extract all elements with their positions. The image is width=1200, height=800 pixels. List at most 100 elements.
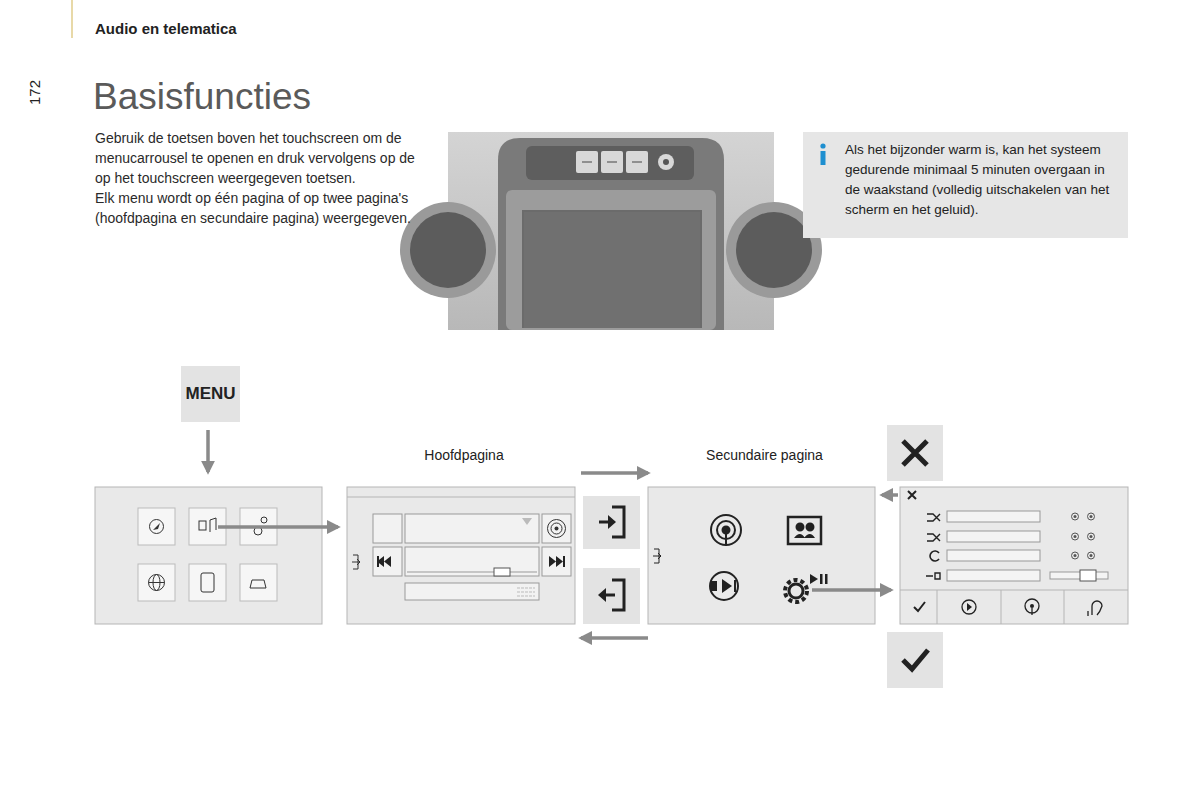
settings-screen-part-part <box>1072 513 1079 520</box>
dashboard-photo-part <box>506 190 716 330</box>
info-box-ground <box>803 132 1128 238</box>
settings-screen-part-part <box>1074 535 1077 538</box>
main-page-screen-part <box>352 555 360 569</box>
main-page-screen <box>347 487 575 624</box>
secondary-page-screen-part <box>794 534 815 538</box>
page-title: Basisfuncties <box>93 76 311 118</box>
secondary-page-screen-part <box>723 527 730 534</box>
menu-screen-part <box>138 508 175 545</box>
menu-arrow <box>208 430 209 472</box>
secondary-page-screen-part <box>810 574 818 584</box>
settings-screen-part <box>947 570 1040 581</box>
secondary-page-screen-part <box>734 580 736 592</box>
dashboard-photo-part <box>663 159 669 165</box>
main-page-panel-text: Hoofdpagina <box>347 446 581 464</box>
dashboard-photo-part <box>601 151 623 173</box>
menu-button-text: MENU <box>185 384 235 404</box>
menu-screen-part <box>150 520 164 534</box>
dashboard-photo-part <box>448 132 774 330</box>
header-rule <box>72 0 73 38</box>
dashboard-photo-part <box>498 138 724 330</box>
dashboard-photo-part <box>524 212 700 328</box>
page-buttons-part <box>583 568 640 624</box>
secondary-page-screen <box>648 487 891 624</box>
settings-screen-part <box>908 491 916 499</box>
dashboard-photo-part <box>658 154 674 170</box>
main-page-screen-part <box>563 556 565 567</box>
page-buttons-part <box>608 515 616 529</box>
intro-text: Gebruik de toetsen boven het touchscreen… <box>95 128 420 228</box>
settings-screen-part <box>1064 590 1065 624</box>
menu-screen-part <box>201 573 214 592</box>
main-page-screen-part <box>373 547 402 576</box>
settings-screen-part-part <box>1090 535 1093 538</box>
menu-screen <box>95 487 338 624</box>
settings-screen-part <box>947 531 1040 542</box>
page-buttons-part <box>598 588 606 602</box>
menu-screen-part <box>210 518 216 532</box>
menu-screen-part <box>95 487 322 624</box>
page-switch-arrow <box>581 636 648 640</box>
main-page-screen-part <box>517 588 535 596</box>
main-page-screen-part <box>405 547 539 576</box>
main-page-screen-part <box>347 487 575 624</box>
dashboard-photo-part <box>400 202 496 298</box>
settings-screen-part <box>967 603 972 611</box>
close-confirm-buttons-part <box>903 650 928 669</box>
settings-screen-part <box>927 534 940 541</box>
page-buttons-part <box>583 496 640 549</box>
menu-screen-part <box>149 582 165 583</box>
secondary-page-screen-part <box>812 588 891 592</box>
secondary-page-screen-part <box>711 515 741 545</box>
menu-screen-part <box>240 564 277 601</box>
main-page-screen-part <box>405 514 539 543</box>
settings-screen-part <box>1031 608 1032 615</box>
dashboard-photo-part <box>526 146 694 180</box>
close-confirm-buttons-part <box>887 632 943 688</box>
header-rule-part <box>71 0 73 38</box>
settings-screen-part <box>1072 513 1095 559</box>
settings-screen-part-part <box>1090 554 1093 557</box>
info-box-ground-part <box>821 151 826 165</box>
info-box-ground-part <box>803 132 1128 238</box>
section-header: Audio en telematica <box>95 20 237 37</box>
page-buttons <box>583 496 640 624</box>
settings-screen-part <box>900 590 1128 591</box>
main-page-screen-part <box>377 556 391 567</box>
settings-screen-part <box>937 590 938 624</box>
menu-screen-part <box>199 521 206 530</box>
dashboard-photo-part <box>607 161 617 163</box>
close-confirm-buttons-part <box>903 441 927 465</box>
secondary-page-panel: Secundaire pagina <box>648 440 881 645</box>
info-box-ground-part <box>820 143 825 148</box>
main-page-screen-part <box>347 497 575 498</box>
settings-screen-part <box>1050 572 1108 579</box>
settings-screen-part-part <box>1072 533 1079 540</box>
settings-screen-part <box>927 514 940 521</box>
info-note: Als het bijzonder warm is, kan het syste… <box>803 132 1128 238</box>
main-page-screen-part <box>548 520 566 538</box>
info-note-text: Als het bijzonder warm is, kan het syste… <box>845 140 1114 220</box>
menu-screen-part <box>189 564 226 601</box>
dashboard-photo-part <box>576 151 598 173</box>
secondary-page-screen-part <box>789 584 803 598</box>
main-page-screen-part <box>549 556 563 567</box>
secondary-page-screen-part <box>722 579 732 593</box>
settings-screen-part <box>900 487 1128 624</box>
settings-screen-part <box>1030 604 1034 608</box>
secondary-page-screen-part <box>788 517 821 544</box>
main-page-screen-part <box>522 518 532 525</box>
settings-screen-part <box>1074 515 1093 557</box>
secondary-page-screen-part <box>711 581 717 591</box>
main-page-screen-part <box>407 572 537 573</box>
main-page-screen-part <box>377 556 379 567</box>
main-page-screen-part <box>405 583 539 600</box>
secondary-page-screen-part <box>710 572 738 600</box>
secondary-page-screen-part <box>653 549 661 563</box>
settings-screen-part <box>1088 601 1102 616</box>
secondary-page-screen-part <box>807 524 814 531</box>
secondary-page-screen-part <box>785 580 807 602</box>
main-page-screen-part <box>494 568 510 576</box>
